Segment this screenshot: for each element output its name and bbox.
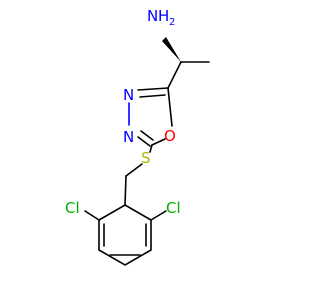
thioether-s-label: S (141, 149, 151, 167)
bond-c2-n3 (137, 87, 169, 91)
bond-c5-o (151, 138, 166, 146)
bond-o-c2 (167, 87, 173, 127)
bond-n4-c5-double (140, 130, 154, 141)
amine-h-label: H (158, 7, 169, 25)
bond-c2-n3-double (139, 94, 166, 98)
bond-cl-right (150, 210, 167, 221)
bond-n4-c5 (137, 136, 151, 147)
bond-cl-left (84, 210, 100, 221)
bond-ch2-ring (124, 175, 127, 206)
bond-s-ch2 (125, 163, 143, 177)
ring-o-label: O (164, 127, 176, 145)
structure-svg: N H 2 N N O S Cl Cl (65, 7, 210, 266)
benzene-ring (98, 204, 152, 266)
amine-n-label: N (147, 7, 158, 25)
ring-n-lower-label: N (123, 128, 134, 146)
molecule-diagram: N H 2 N N O S Cl Cl (65, 7, 210, 266)
ring-n-upper-label: N (123, 86, 134, 104)
bond-chiral-c2 (167, 61, 182, 89)
wedge-bond-amine (162, 37, 181, 62)
cl-right-label: Cl (166, 199, 181, 217)
bond-c5-s (149, 144, 153, 153)
amine-subscript-label: 2 (169, 17, 175, 28)
cl-left-label: Cl (65, 199, 80, 217)
